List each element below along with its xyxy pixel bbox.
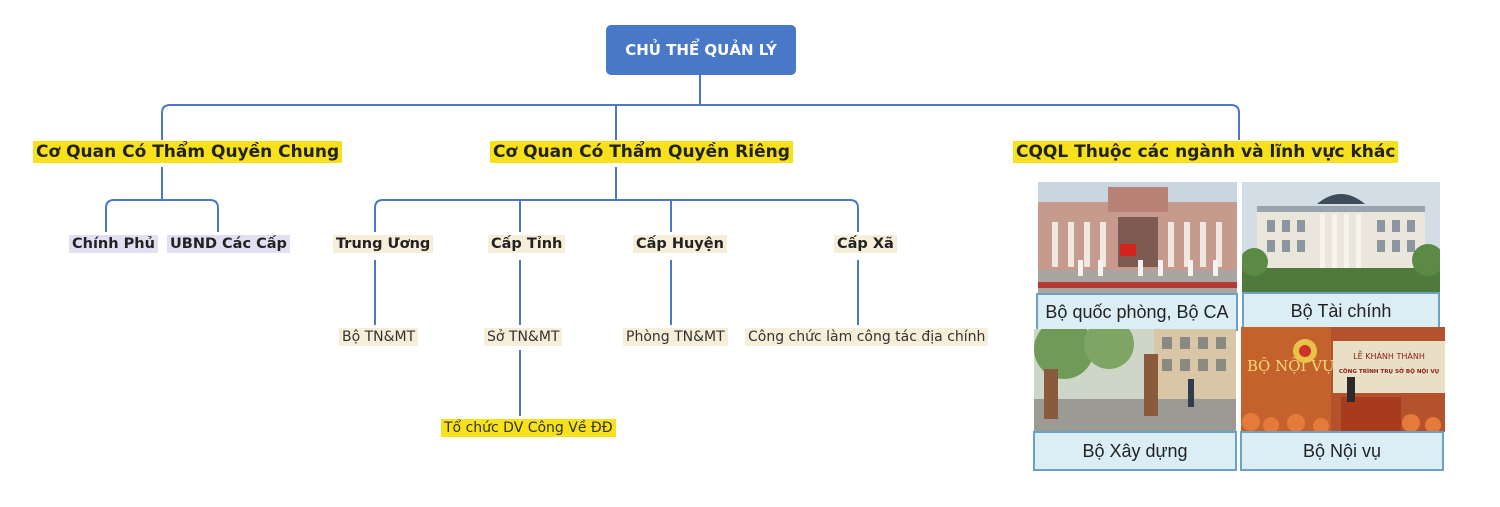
connector-top-bar (161, 104, 1240, 140)
branch-general-label: Cơ Quan Có Thẩm Quyền Chung (33, 141, 343, 163)
leaf-phong-tnmt: Phòng TN&MT (623, 328, 728, 346)
caption-finance-ministry-label: Bộ Tài chính (1290, 300, 1392, 321)
root-node: CHỦ THỂ QUẢN LÝ (606, 25, 796, 75)
node-cap-tinh: Cấp Tỉnh (488, 235, 566, 253)
leaf-bo-tnmt-label: Bộ TN&MT (339, 328, 419, 346)
connector-general-bar (105, 199, 219, 232)
node-cap-xa-label: Cấp Xã (834, 235, 897, 253)
node-ubnd: UBND Các Cấp (167, 235, 290, 253)
caption-finance-ministry: Bộ Tài chính (1242, 292, 1440, 330)
node-trung-uong: Trung Ương (333, 235, 434, 253)
caption-construction-ministry-label: Bộ Xây dựng (1082, 440, 1188, 461)
caption-defense-ministry: Bộ quốc phòng, Bộ CA (1036, 293, 1238, 331)
node-cap-tinh-label: Cấp Tỉnh (488, 235, 566, 253)
node-cap-huyen-label: Cấp Huyện (633, 235, 727, 253)
caption-interior-ministry: Bộ Nội vụ (1240, 431, 1444, 471)
caption-interior-ministry-label: Bộ Nội vụ (1302, 440, 1382, 461)
leaf-to-chuc-dv: Tổ chức DV Công Về ĐĐ (441, 419, 616, 437)
node-cap-xa: Cấp Xã (834, 235, 897, 253)
node-chinh-phu-label: Chính Phủ (69, 235, 158, 253)
photo-defense-ministry (1038, 182, 1237, 294)
photo-interior-ministry: BỘ NỘI VỤ LỄ KHÁNH THÀNH CÔNG TRÌNH TRỤ … (1241, 327, 1445, 432)
root-label: CHỦ THỂ QUẢN LÝ (625, 41, 777, 59)
node-chinh-phu: Chính Phủ (69, 235, 158, 253)
interior-sign: BỘ NỘI VỤ (1247, 357, 1335, 375)
leaf-to-chuc-dv-label: Tổ chức DV Công Về ĐĐ (441, 419, 616, 437)
branch-other: CQQL Thuộc các ngành và lĩnh vực khác (1013, 141, 1399, 163)
caption-defense-ministry-label: Bộ quốc phòng, Bộ CA (1045, 301, 1229, 322)
leaf-so-tnmt: Sở TN&MT (484, 328, 563, 346)
node-ubnd-label: UBND Các Cấp (167, 235, 290, 253)
branch-specific: Cơ Quan Có Thẩm Quyền Riêng (490, 141, 793, 163)
photo-construction-ministry (1034, 329, 1236, 432)
connector-specific-bar (374, 199, 859, 232)
leaf-cong-chuc-label: Công chức làm công tác địa chính (745, 328, 989, 346)
leaf-so-tnmt-label: Sở TN&MT (484, 328, 563, 346)
photo-finance-ministry (1242, 182, 1440, 292)
branch-general: Cơ Quan Có Thẩm Quyền Chung (33, 141, 343, 163)
caption-construction-ministry: Bộ Xây dựng (1033, 431, 1237, 471)
node-cap-huyen: Cấp Huyện (633, 235, 727, 253)
branch-specific-label: Cơ Quan Có Thẩm Quyền Riêng (490, 141, 793, 163)
ceremony-banner-subtitle: CÔNG TRÌNH TRỤ SỞ BỘ NỘI VỤ (1339, 367, 1440, 375)
leaf-cong-chuc: Công chức làm công tác địa chính (745, 328, 989, 346)
leaf-bo-tnmt: Bộ TN&MT (339, 328, 419, 346)
ceremony-banner-title: LỄ KHÁNH THÀNH (1353, 349, 1425, 361)
leaf-phong-tnmt-label: Phòng TN&MT (623, 328, 728, 346)
node-trung-uong-label: Trung Ương (333, 235, 434, 253)
branch-other-label: CQQL Thuộc các ngành và lĩnh vực khác (1013, 141, 1399, 163)
